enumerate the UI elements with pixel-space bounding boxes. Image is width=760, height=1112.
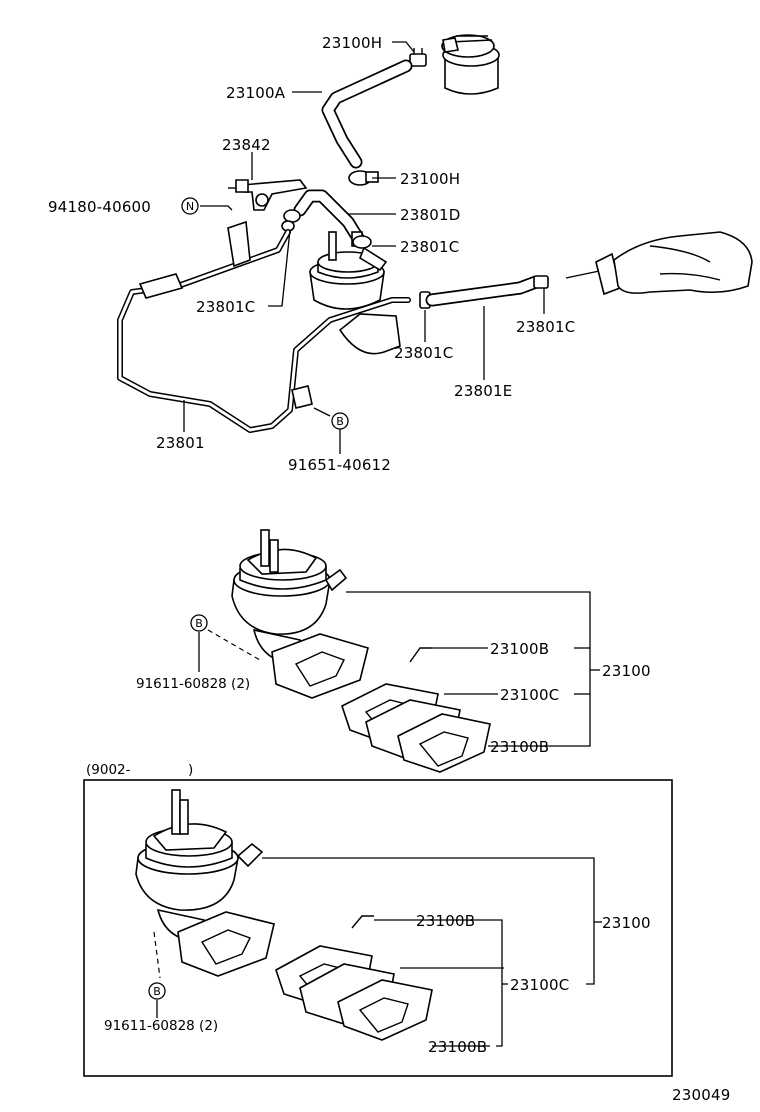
fuel-pipe-23801 bbox=[117, 220, 411, 433]
fuel-pump-assembly-top bbox=[309, 231, 401, 355]
label-23100b-bot-1: 23100B bbox=[416, 912, 475, 930]
callout-n: N bbox=[181, 197, 199, 215]
label-23801: 23801 bbox=[156, 434, 205, 452]
callout-n-text: N bbox=[186, 200, 194, 213]
hose-23100a bbox=[321, 59, 413, 169]
engine-fitting bbox=[565, 231, 753, 296]
label-revision-start: (9002- bbox=[86, 762, 131, 778]
label-23100-mid: 23100 bbox=[602, 662, 651, 680]
label-94180-40600: 94180-40600 bbox=[48, 198, 151, 216]
label-23801c-d: 23801C bbox=[394, 344, 453, 362]
label-23100b-bot-2: 23100B bbox=[428, 1038, 487, 1056]
leader-lines-middle bbox=[198, 591, 600, 747]
label-revision-end: ) bbox=[188, 762, 193, 778]
figure-number: 230049 bbox=[672, 1086, 730, 1104]
label-23100h-lower: 23100H bbox=[400, 170, 460, 188]
callout-b-middle: B bbox=[190, 614, 208, 632]
callout-b-top: B bbox=[331, 412, 349, 430]
label-23100b-mid-2: 23100B bbox=[490, 738, 549, 756]
label-23100b-mid-1: 23100B bbox=[490, 640, 549, 658]
fuel-pump-middle bbox=[231, 529, 348, 665]
label-23100a: 23100A bbox=[226, 84, 286, 102]
label-23100-bot: 23100 bbox=[602, 914, 651, 932]
label-91611-60828-mid: 91611-60828 (2) bbox=[136, 676, 250, 692]
label-23842: 23842 bbox=[222, 136, 271, 154]
label-23801e: 23801E bbox=[454, 382, 512, 400]
label-23801c-a: 23801C bbox=[400, 238, 459, 256]
callout-b-bottom-text: B bbox=[153, 985, 161, 998]
label-23801c-c: 23801C bbox=[516, 318, 575, 336]
leader-lines-bottom bbox=[153, 857, 602, 1047]
label-23100c-bot: 23100C bbox=[510, 976, 569, 994]
hose-clamp-lower bbox=[348, 170, 379, 186]
hose-23801e bbox=[425, 275, 543, 307]
revision-box bbox=[83, 779, 673, 1077]
hose-clip-pump bbox=[352, 235, 372, 249]
label-23801c-b: 23801C bbox=[196, 298, 255, 316]
label-23100c-mid: 23100C bbox=[500, 686, 559, 704]
hose-clip-left bbox=[281, 209, 301, 232]
label-23801d: 23801D bbox=[400, 206, 460, 224]
callout-b-bottom: B bbox=[148, 982, 166, 1000]
vacuum-canister bbox=[441, 34, 500, 95]
callout-b-middle-text: B bbox=[195, 617, 203, 630]
label-91651-40612: 91651-40612 bbox=[288, 456, 391, 474]
hose-23801d bbox=[293, 189, 365, 245]
fuel-pump-bottom bbox=[135, 789, 264, 943]
label-23100h-top: 23100H bbox=[322, 34, 382, 52]
callout-b-top-text: B bbox=[336, 415, 344, 428]
hose-clip-top bbox=[409, 48, 427, 67]
gasket-set-bottom bbox=[177, 911, 433, 1041]
bracket-23842 bbox=[228, 179, 308, 211]
label-91611-60828-bot: 91611-60828 (2) bbox=[104, 1018, 218, 1034]
gasket-set-middle bbox=[271, 633, 491, 773]
hose-clip-right bbox=[533, 275, 549, 289]
leader-lines-top bbox=[183, 41, 545, 454]
